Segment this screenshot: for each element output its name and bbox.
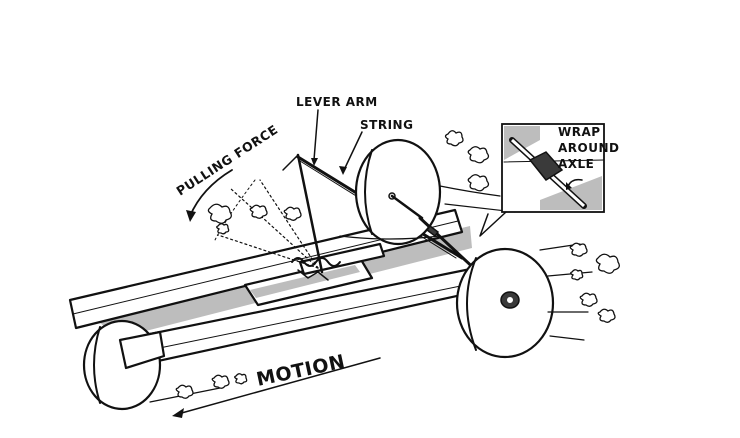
mousetrap-board-shade: [250, 265, 360, 298]
lever-arm-tip: [282, 154, 299, 171]
front-rail-overlap: [118, 330, 166, 370]
pulling-force-arrowhead: [186, 210, 196, 222]
right-wheel-hub-hole: [507, 297, 513, 303]
lever-arm-pointer-head: [311, 158, 318, 166]
dust-puff-5: [595, 253, 620, 274]
dust-puff-9: [211, 374, 230, 389]
dust-puff-2: [467, 146, 490, 164]
string-pointer-head: [339, 166, 347, 175]
motion-arrow-line: [177, 357, 381, 415]
dust-puff-1: [444, 130, 464, 147]
dust-puff-11: [207, 203, 232, 224]
motion-effects: [149, 130, 620, 403]
speed-line-1: [439, 185, 501, 197]
wrap-label-line2: AROUND: [558, 141, 619, 155]
inset-detail: [479, 123, 605, 237]
pulling-force-arrow: [186, 169, 233, 222]
left-wheel-rim: [93, 326, 101, 404]
lever-arm-pointer: [313, 109, 319, 161]
dust-puff-3: [467, 174, 490, 192]
front-rail-grain: [139, 281, 481, 353]
motion-label: MOTION: [254, 351, 347, 391]
string-pointer: [343, 131, 363, 171]
lever-arm-rod: [296, 153, 324, 274]
dust-puff-6: [579, 292, 598, 307]
dust-puff-8: [175, 384, 194, 399]
dust-puff-4: [569, 242, 588, 257]
dust-puff-14: [216, 223, 230, 235]
lever-ghost-3: [259, 179, 319, 269]
lever-arm-ghosts: [214, 179, 319, 269]
dust-puff-15: [570, 269, 584, 281]
motion-arrowhead: [172, 408, 184, 418]
wrap-label-line3: AXLE: [558, 157, 594, 171]
dust-puff-13: [283, 206, 302, 221]
speed-line-7: [549, 335, 585, 341]
spring-coil: [291, 257, 341, 267]
spring-detail: [297, 269, 329, 281]
right-wheel: [455, 247, 555, 359]
right-wheel-rim: [466, 257, 477, 351]
dust-puff-7: [597, 308, 616, 323]
far-axle-hub: [388, 192, 396, 200]
lever-ghost-2: [217, 234, 319, 269]
dust-puff-12: [249, 204, 268, 219]
lever-arm: [282, 153, 324, 274]
callout-arrows: [311, 109, 363, 175]
inset-shade-top: [504, 126, 540, 160]
lever-swing-arc: [214, 179, 256, 241]
spring: [291, 257, 341, 281]
inset-string-wrap: [528, 151, 564, 181]
lever-arm-label: LEVER ARM: [296, 95, 378, 109]
speed-line-3: [339, 235, 441, 240]
back-rail: [68, 208, 464, 330]
inset-callout-tail: [479, 211, 507, 237]
motion-arrow: [172, 357, 381, 418]
chassis: [68, 208, 514, 378]
wrap-label-line1: WRAP: [558, 125, 601, 139]
pulling-force-arc: [189, 169, 233, 217]
inset-pointer-head: [566, 182, 572, 190]
dust-puff-10: [234, 373, 248, 385]
speed-line-5: [547, 271, 593, 277]
far-wheel-rim: [364, 149, 373, 235]
lever-ghost-1: [229, 187, 319, 269]
far-axle: [390, 194, 424, 220]
string-label: STRING: [360, 118, 413, 132]
